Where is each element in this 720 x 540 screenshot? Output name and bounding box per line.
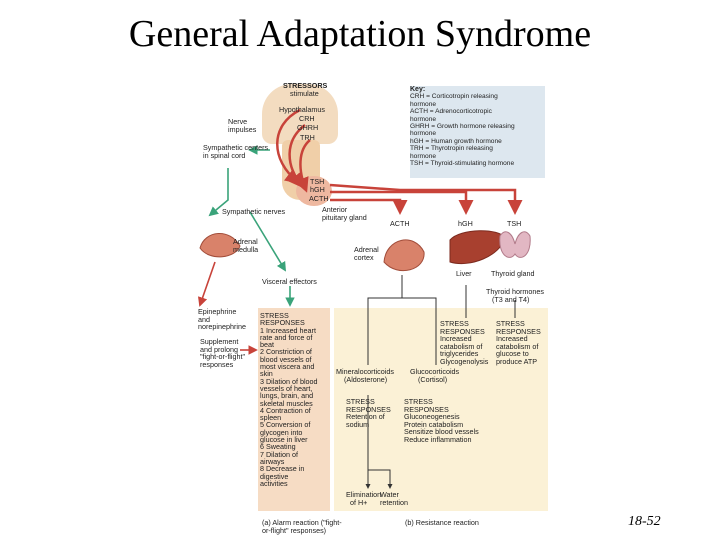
alarm-item-2: 2 Constriction of blood vessels of most … <box>260 347 315 379</box>
key-row: hGH = Human growth hormone <box>410 137 502 145</box>
key-row: hormone <box>410 152 437 160</box>
mineralocorticoids-label: Mineralocorticoids(Aldosterone) <box>336 367 394 384</box>
alarm-item-7: 7 Dilation of airways <box>260 449 298 466</box>
alarm-item-5: 5 Conversion of glycogen into glucose in… <box>260 420 311 445</box>
liver-shape <box>449 230 506 264</box>
crh-arrow <box>276 108 301 184</box>
trh-arrow <box>294 139 311 193</box>
alarm-item-3: 3 Dilation of blood vessels of heart, lu… <box>260 376 318 408</box>
acth-label: ACTH <box>309 194 329 203</box>
key-row: hormone <box>410 130 437 138</box>
mineral-to-water <box>368 469 393 489</box>
key-row: GHRH = Growth hormone releasing <box>410 123 515 131</box>
liver-label: Liver <box>456 269 472 278</box>
alarm-caption: (a) Alarm reaction ("fight- or-flight" r… <box>262 518 342 535</box>
adrenal-cortex-shape <box>383 239 425 272</box>
brain-illustration <box>262 84 338 144</box>
alarm-responses: STRESS RESPONSES 1 Increased heart rate … <box>260 312 318 487</box>
epinephrine-arrow <box>197 261 216 307</box>
crh-label: CRH <box>299 114 315 123</box>
resistance-caption: (b) Resistance reaction <box>405 518 479 527</box>
alarm-item-8: 8 Decrease in digestive activities <box>260 464 305 488</box>
thyroid-hormones-label: Thyroid hormones(T3 and T4) <box>486 287 544 304</box>
tsh-label: TSH <box>310 177 325 186</box>
glucocorticoids-label: Glucocorticoids(Cortisol) <box>410 367 460 384</box>
hgh-target-label: hGH <box>458 219 473 228</box>
acth-arrow <box>330 198 408 215</box>
adrenal-medulla-shape <box>199 233 241 258</box>
abbreviation-key: Key: CRH = Corticotropin releasing hormo… <box>410 86 545 178</box>
thyroid-shape <box>499 231 531 258</box>
alarm-heading: RESPONSES <box>260 318 305 328</box>
thyroid-gland-label: Thyroid gland <box>491 269 535 278</box>
hgh-arrow <box>330 190 474 215</box>
key-row: hormone <box>410 115 437 123</box>
tsh-arrow <box>329 183 523 215</box>
key-row: ACTH = Adrenocorticotropic <box>410 108 492 116</box>
alarm-heading: STRESS <box>260 311 289 320</box>
key-row: CRH = Corticotropin releasing <box>410 93 498 101</box>
nerve-arrow-2 <box>208 168 229 217</box>
resistance-panel <box>334 308 548 511</box>
cortex-line-2 <box>402 297 437 365</box>
alarm-item-4: 4 Contraction of spleen <box>260 405 311 423</box>
alarm-item-6: 6 Sweating <box>260 442 296 452</box>
alarm-panel <box>258 308 330 511</box>
key-row: TSH = Thyroid-stimulating hormone <box>410 160 515 168</box>
slide-title: General Adaptation Syndrome <box>128 13 592 55</box>
stressors-label: STRESSORS <box>283 81 328 90</box>
sympathetic-nerves-label: Sympathetic nerves <box>222 207 286 216</box>
stimulate-label: stimulate <box>290 89 319 98</box>
slide-number: 18-52 <box>628 514 661 529</box>
key-row: TRH = Thyrotropin releasing <box>410 145 493 153</box>
visceral-effectors-label: Visceral effectors <box>262 277 317 286</box>
tsh-target-label: TSH <box>507 219 522 228</box>
key-row: hormone <box>410 100 437 108</box>
acth-target-label: ACTH <box>390 219 410 228</box>
trh-label: TRH <box>300 133 315 142</box>
nerve-arrow-3 <box>249 211 286 272</box>
alarm-item-1: 1 Increased heart rate and force of beat <box>260 325 316 350</box>
ghrh-label: GHRH <box>297 123 319 132</box>
hypothalamus-label: Hypothalamus <box>279 105 325 114</box>
cortex-line <box>367 275 403 365</box>
key-heading: Key: <box>410 86 426 93</box>
hgh-label: hGH <box>310 185 325 194</box>
